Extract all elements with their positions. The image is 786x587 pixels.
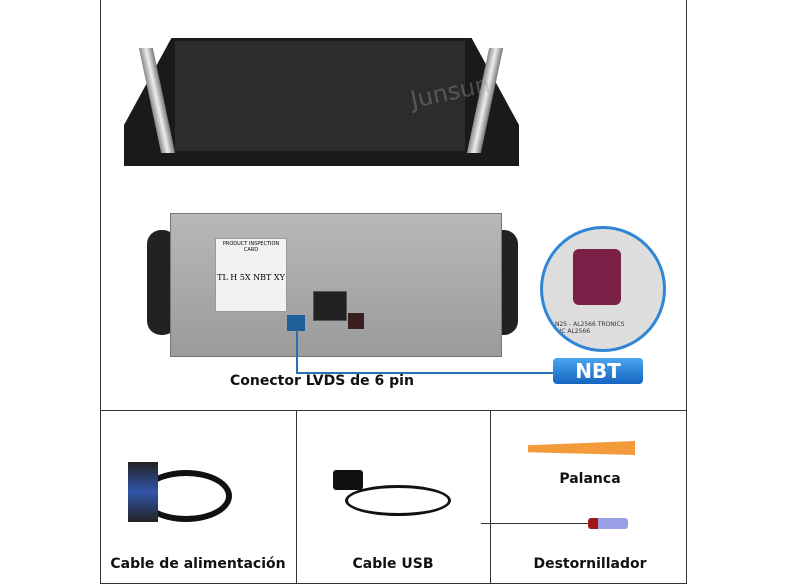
fakra-connector	[348, 313, 364, 329]
main-connector	[313, 291, 347, 321]
connector-caption: Conector LVDS de 6 pin	[230, 373, 414, 389]
sticker-title: PRODUCT INSPECTION CARD	[222, 241, 280, 253]
divider	[490, 410, 491, 584]
accessory-label: Cable USB	[352, 556, 434, 572]
accessory-label: Palanca	[559, 471, 621, 487]
zoom-text: N25 - AL2566 TRONICS INC AL2566	[555, 321, 625, 335]
display-screen	[175, 41, 465, 151]
pink-connector	[573, 249, 621, 305]
harness-connectors	[128, 462, 158, 522]
model-label: TL H 5X NBT XY	[217, 273, 285, 282]
screwdriver-handle	[588, 518, 628, 529]
usb-plug	[333, 470, 363, 490]
pry-tool-image	[528, 441, 635, 455]
accessory-label: Cable de alimentación	[110, 556, 286, 572]
callout-line	[296, 330, 556, 374]
divider	[296, 410, 297, 584]
accessory-label: Destornillador	[533, 556, 647, 572]
cable-coil	[345, 485, 451, 516]
nbt-badge: NBT	[553, 358, 643, 384]
divider	[100, 410, 687, 411]
connector-zoom: N25 - AL2566 TRONICS INC AL2566	[540, 226, 666, 352]
product-panel	[100, 0, 687, 584]
screwdriver-shaft	[481, 523, 589, 524]
product-sticker: PRODUCT INSPECTION CARD TL H 5X NBT XY	[215, 238, 287, 312]
lvds-connector	[287, 315, 305, 331]
